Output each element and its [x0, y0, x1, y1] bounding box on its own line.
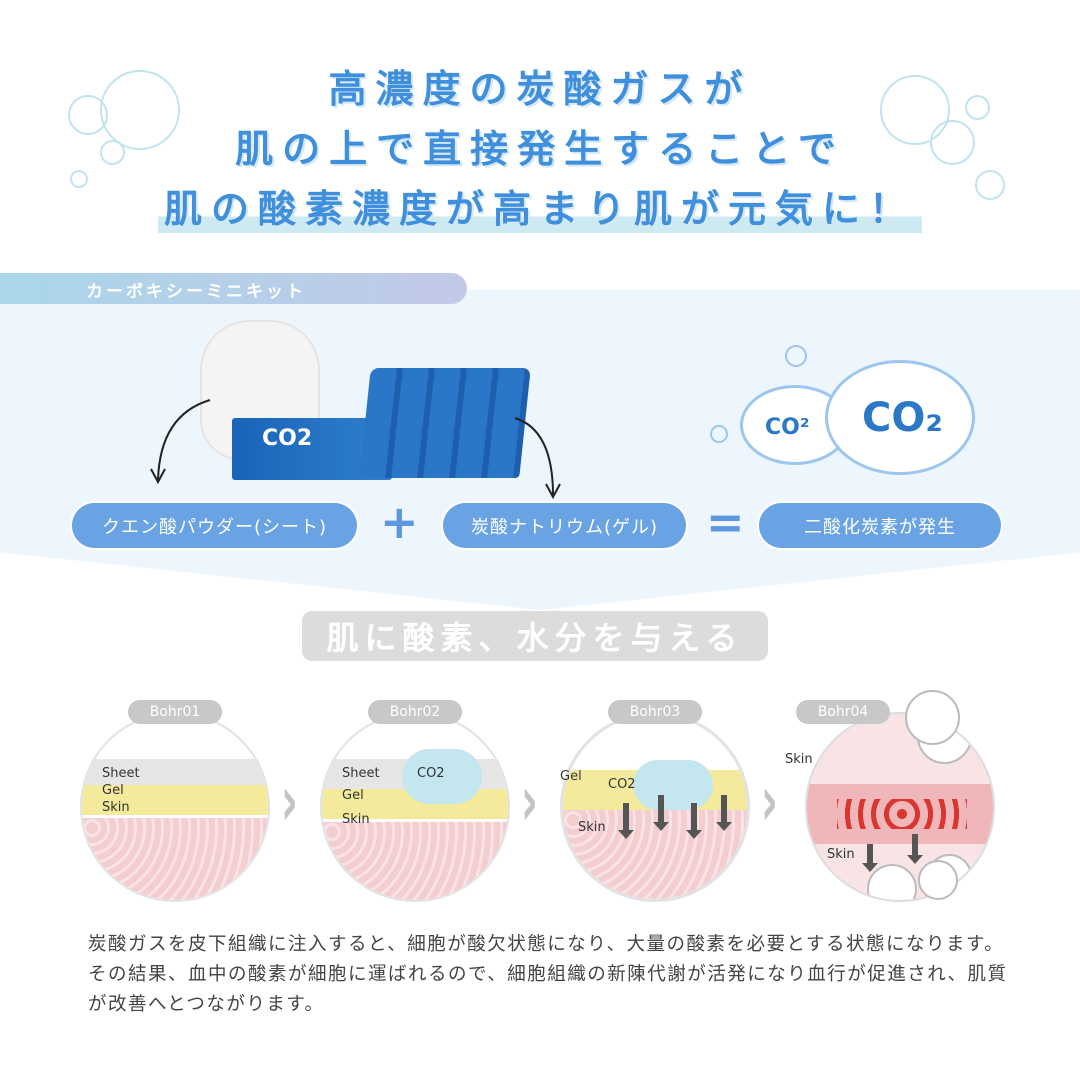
bubble-decoration [905, 690, 960, 745]
plus-sign: + [380, 495, 419, 549]
sodium-carbonate-pill: 炭酸ナトリウム(ゲル) [443, 503, 686, 548]
product-box-label: CO2 [262, 426, 313, 451]
down-arrow-icon [907, 834, 923, 864]
bubble-decoration [100, 140, 125, 165]
label-skin: Skin [102, 800, 130, 815]
bubble-decoration [975, 170, 1005, 200]
label-co2: CO2 [417, 766, 445, 781]
step-circle-3: CO2 Skin [560, 712, 750, 902]
citric-acid-pill: クエン酸パウダー(シート) [72, 503, 357, 548]
label-gel: Gel [102, 783, 124, 798]
label-skin-bottom: Skin [827, 847, 855, 862]
step-tag-1: Bohr01 [128, 700, 222, 724]
headline-line-3: 肌の酸素濃度が高まり肌が元気に！ [0, 178, 1080, 233]
bubble-decoration [918, 860, 958, 900]
bubble-decoration [70, 170, 88, 188]
kit-label: カーボキシーミニキット [0, 273, 467, 304]
headline-line-2: 肌の上で直接発生することで [235, 127, 845, 171]
label-skin-top: Skin [785, 752, 813, 767]
equals-sign: = [706, 495, 745, 549]
cloud-co2-large: CO₂ [862, 395, 943, 441]
headline-line-1: 高濃度の炭酸ガスが [328, 67, 752, 111]
label-gel: Gel [560, 769, 582, 784]
bubble-decoration [880, 75, 950, 145]
down-arrow-icon [618, 803, 634, 839]
step-circle-4: Skin [805, 712, 995, 902]
curved-arrow-left [150, 399, 211, 485]
co2-cloud: CO² CO₂ [680, 345, 980, 475]
chevron-right-icon: › [280, 760, 299, 842]
co2-generated-pill: 二酸化炭素が発生 [759, 503, 1001, 548]
headline-line-3-text: 肌の酸素濃度が高まり肌が元気に！ [157, 178, 922, 233]
description-paragraph: 炭酸ガスを皮下組織に注入すると、細胞が酸欠状態になり、大量の酸素を必要とする状態… [88, 934, 1008, 1015]
step-circle-1: Sheet Gel Skin [80, 712, 270, 902]
label-co2: CO2 [608, 777, 636, 792]
chevron-right-icon: › [520, 760, 539, 842]
label-sheet: Sheet [102, 766, 140, 781]
label-sheet: Sheet [342, 766, 380, 781]
bubble-decoration [68, 95, 108, 135]
step-circle-2: Sheet CO2 Gel Skin [320, 712, 510, 902]
down-arrow-icon [653, 795, 669, 831]
chevron-right-icon: › [760, 760, 779, 842]
bubble-decoration [965, 95, 990, 120]
label-skin: Skin [342, 812, 370, 827]
curved-arrow-right [514, 417, 561, 500]
section-title: 肌に酸素、水分を与える [302, 611, 768, 661]
down-arrow-icon [686, 803, 702, 839]
cloud-co2-small: CO² [765, 415, 810, 440]
bubble-decoration [930, 120, 975, 165]
label-skin: Skin [578, 820, 606, 835]
step-tag-3: Bohr03 [608, 700, 702, 724]
label-gel: Gel [342, 788, 364, 803]
step-tag-2: Bohr02 [368, 700, 462, 724]
down-arrow-icon [716, 795, 732, 831]
down-arrow-icon [862, 844, 878, 872]
step-tag-4: Bohr04 [796, 700, 890, 724]
